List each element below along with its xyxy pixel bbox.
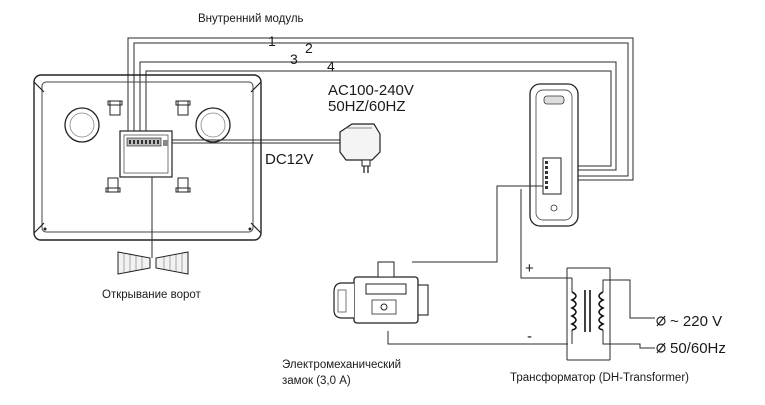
gate-opening-label: Открывание ворот: [102, 289, 202, 301]
wire-4: [145, 70, 612, 167]
indoor-monitor: [33, 74, 262, 241]
lock-label-1: Электромеханический: [282, 359, 401, 371]
ac-power-label-2: 50HZ/60HZ: [328, 98, 406, 115]
dc-power-label: DC12V: [265, 151, 313, 168]
gate-opening-icon: [117, 251, 189, 275]
ac-power-label-1: AC100-240V: [328, 82, 414, 99]
power-adapter-icon: [339, 123, 381, 173]
wire-label-4: 4: [327, 58, 335, 74]
wire-label-1: 1: [268, 33, 276, 49]
lock-label-2: замок (3,0 А): [282, 375, 351, 387]
transformer-label: Трансформатор (DH-Transformer): [510, 372, 689, 384]
electromechanical-lock-icon: [333, 261, 429, 324]
dc-wire: [172, 139, 340, 144]
mains-terminals: [656, 315, 666, 354]
interconnect-wires: [127, 37, 634, 181]
lock-wire-top: [412, 185, 543, 263]
wire-label-2: 2: [305, 40, 313, 56]
wire-2: [133, 42, 629, 177]
wire-label-3: 3: [290, 51, 298, 67]
minus-wire: [387, 331, 568, 345]
plus-label: +: [525, 260, 534, 277]
indoor-module-label: Внутренний модуль: [198, 13, 304, 25]
mains-frequency-label: 50/60Hz: [670, 340, 726, 357]
plus-wire: [520, 189, 572, 279]
minus-label: -: [527, 328, 532, 345]
outdoor-panel: [529, 83, 579, 227]
transformer-icon: [566, 267, 655, 361]
mains-voltage-label: ~ 220 V: [670, 313, 722, 330]
wire-3: [139, 61, 617, 171]
wire-1: [127, 37, 634, 181]
